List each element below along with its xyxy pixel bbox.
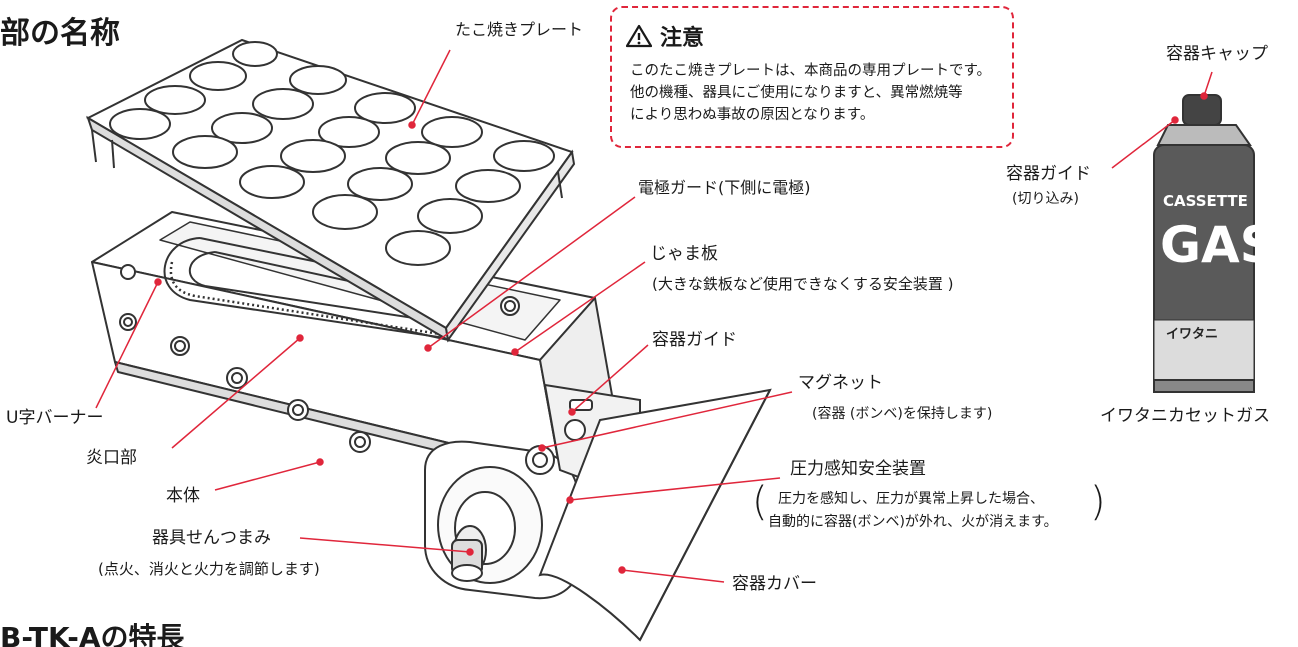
label-gas-name: イワタニカセットガス — [1100, 406, 1270, 426]
can-print-brand: イワタニ — [1166, 327, 1218, 342]
caution-title-text: 注意 — [660, 26, 705, 51]
label-magnet-note: (容器 (ボンベ)を保持します) — [812, 406, 993, 422]
label-takoyaki-plate: たこ焼きプレート — [455, 20, 584, 39]
can-print-line2: GAS — [1160, 216, 1276, 274]
caution-body: このたこ焼きプレートは、本商品の専用プレートです。 他の機種、器具にご使用になり… — [630, 60, 991, 126]
label-u-burner: U字バーナー — [6, 408, 104, 428]
label-burner-port: 炎口部 — [86, 448, 137, 468]
gas-can — [1153, 94, 1255, 393]
caution-line: により思わぬ事故の原因となります。 — [630, 107, 875, 123]
section-heading-parts: 部の名称 — [0, 16, 120, 51]
takoyaki-plate — [85, 38, 576, 343]
leader-lines — [95, 49, 1213, 583]
caution-title: 注意 — [626, 20, 704, 52]
label-body: 本体 — [166, 486, 200, 506]
label-pressure-device: 圧力感知安全装置 — [790, 459, 926, 479]
paren-open: ( — [752, 479, 768, 525]
caution-line: 他の機種、器具にご使用になりますと、異常燃焼等 — [630, 85, 963, 101]
label-jama-ita: じゃま板 — [650, 244, 718, 264]
paren-close: ) — [1090, 479, 1106, 525]
label-can-guide: 容器ガイド — [1006, 164, 1091, 184]
label-can-guide-note: (切り込み) — [1012, 191, 1079, 207]
side-holes — [119, 264, 520, 453]
label-knob-note: (点火、消火と火力を調節します) — [98, 560, 320, 578]
label-jama-ita-note: (大きな鉄板など使用できなくする安全装置 ) — [652, 275, 954, 293]
label-pressure-note-2: 自動的に容器(ボンベ)が外れ、火が消えます。 — [768, 514, 1058, 530]
label-pressure-note-1: 圧力を感知し、圧力が異常上昇した場合、 — [778, 491, 1044, 507]
label-container-guide: 容器ガイド — [652, 330, 737, 350]
label-container-cap: 容器キャップ — [1166, 44, 1268, 64]
knob-housing — [424, 440, 581, 600]
caution-box: 注意 このたこ焼きプレートは、本商品の専用プレートです。 他の機種、器具にご使用… — [610, 6, 1014, 148]
warning-icon — [626, 24, 652, 48]
caution-line: このたこ焼きプレートは、本商品の専用プレートです。 — [630, 63, 992, 79]
can-print-line1: CASSETTE — [1163, 192, 1248, 210]
label-knob: 器具せんつまみ — [152, 528, 271, 548]
section-heading-features: B-TK-Aの特長 — [0, 621, 185, 647]
label-electrode-guard: 電極ガード(下側に電極) — [638, 178, 811, 197]
label-container-cover: 容器カバー — [732, 574, 817, 594]
label-magnet: マグネット — [798, 373, 883, 393]
